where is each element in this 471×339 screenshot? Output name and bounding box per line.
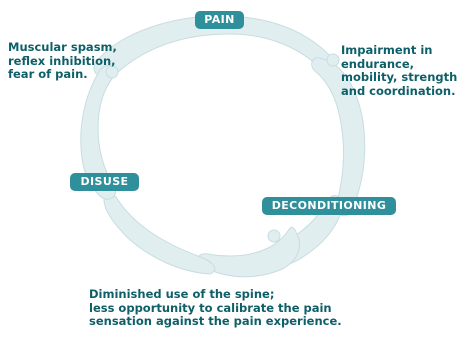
swirl-head-bottom: [267, 229, 281, 243]
note-pain-to-disuse: Muscular spasm, reflex inhibition, fear …: [8, 40, 117, 82]
note-line: Impairment in: [341, 43, 433, 57]
note-disuse-deconditioning: Diminished use of the spine; less opport…: [89, 287, 342, 329]
swirl-figure-bottom: [198, 226, 300, 278]
note-line: endurance,: [341, 56, 415, 71]
note-line: reflex inhibition,: [8, 53, 116, 68]
note-pain-to-deconditioning: Impairment in endurance, mobility, stren…: [341, 43, 458, 98]
note-line: Muscular spasm,: [8, 40, 117, 54]
note-line: fear of pain.: [8, 67, 88, 81]
note-line: Diminished use of the spine;: [89, 287, 275, 301]
swirl-head-top-right: [326, 53, 340, 67]
swirl-figure-bottom-left: [103, 193, 216, 275]
stage-badge-disuse: DISUSE: [70, 173, 139, 191]
note-line: mobility, strength: [341, 70, 458, 84]
note-line: and coordination.: [341, 83, 456, 98]
stage-badge-deconditioning: DECONDITIONING: [262, 197, 396, 215]
note-line: less opportunity to calibrate the pain: [89, 300, 332, 315]
stage-badge-pain: PAIN: [195, 11, 244, 29]
note-line: sensation against the pain experience.: [89, 314, 342, 328]
swirl-head-left: [105, 65, 119, 79]
